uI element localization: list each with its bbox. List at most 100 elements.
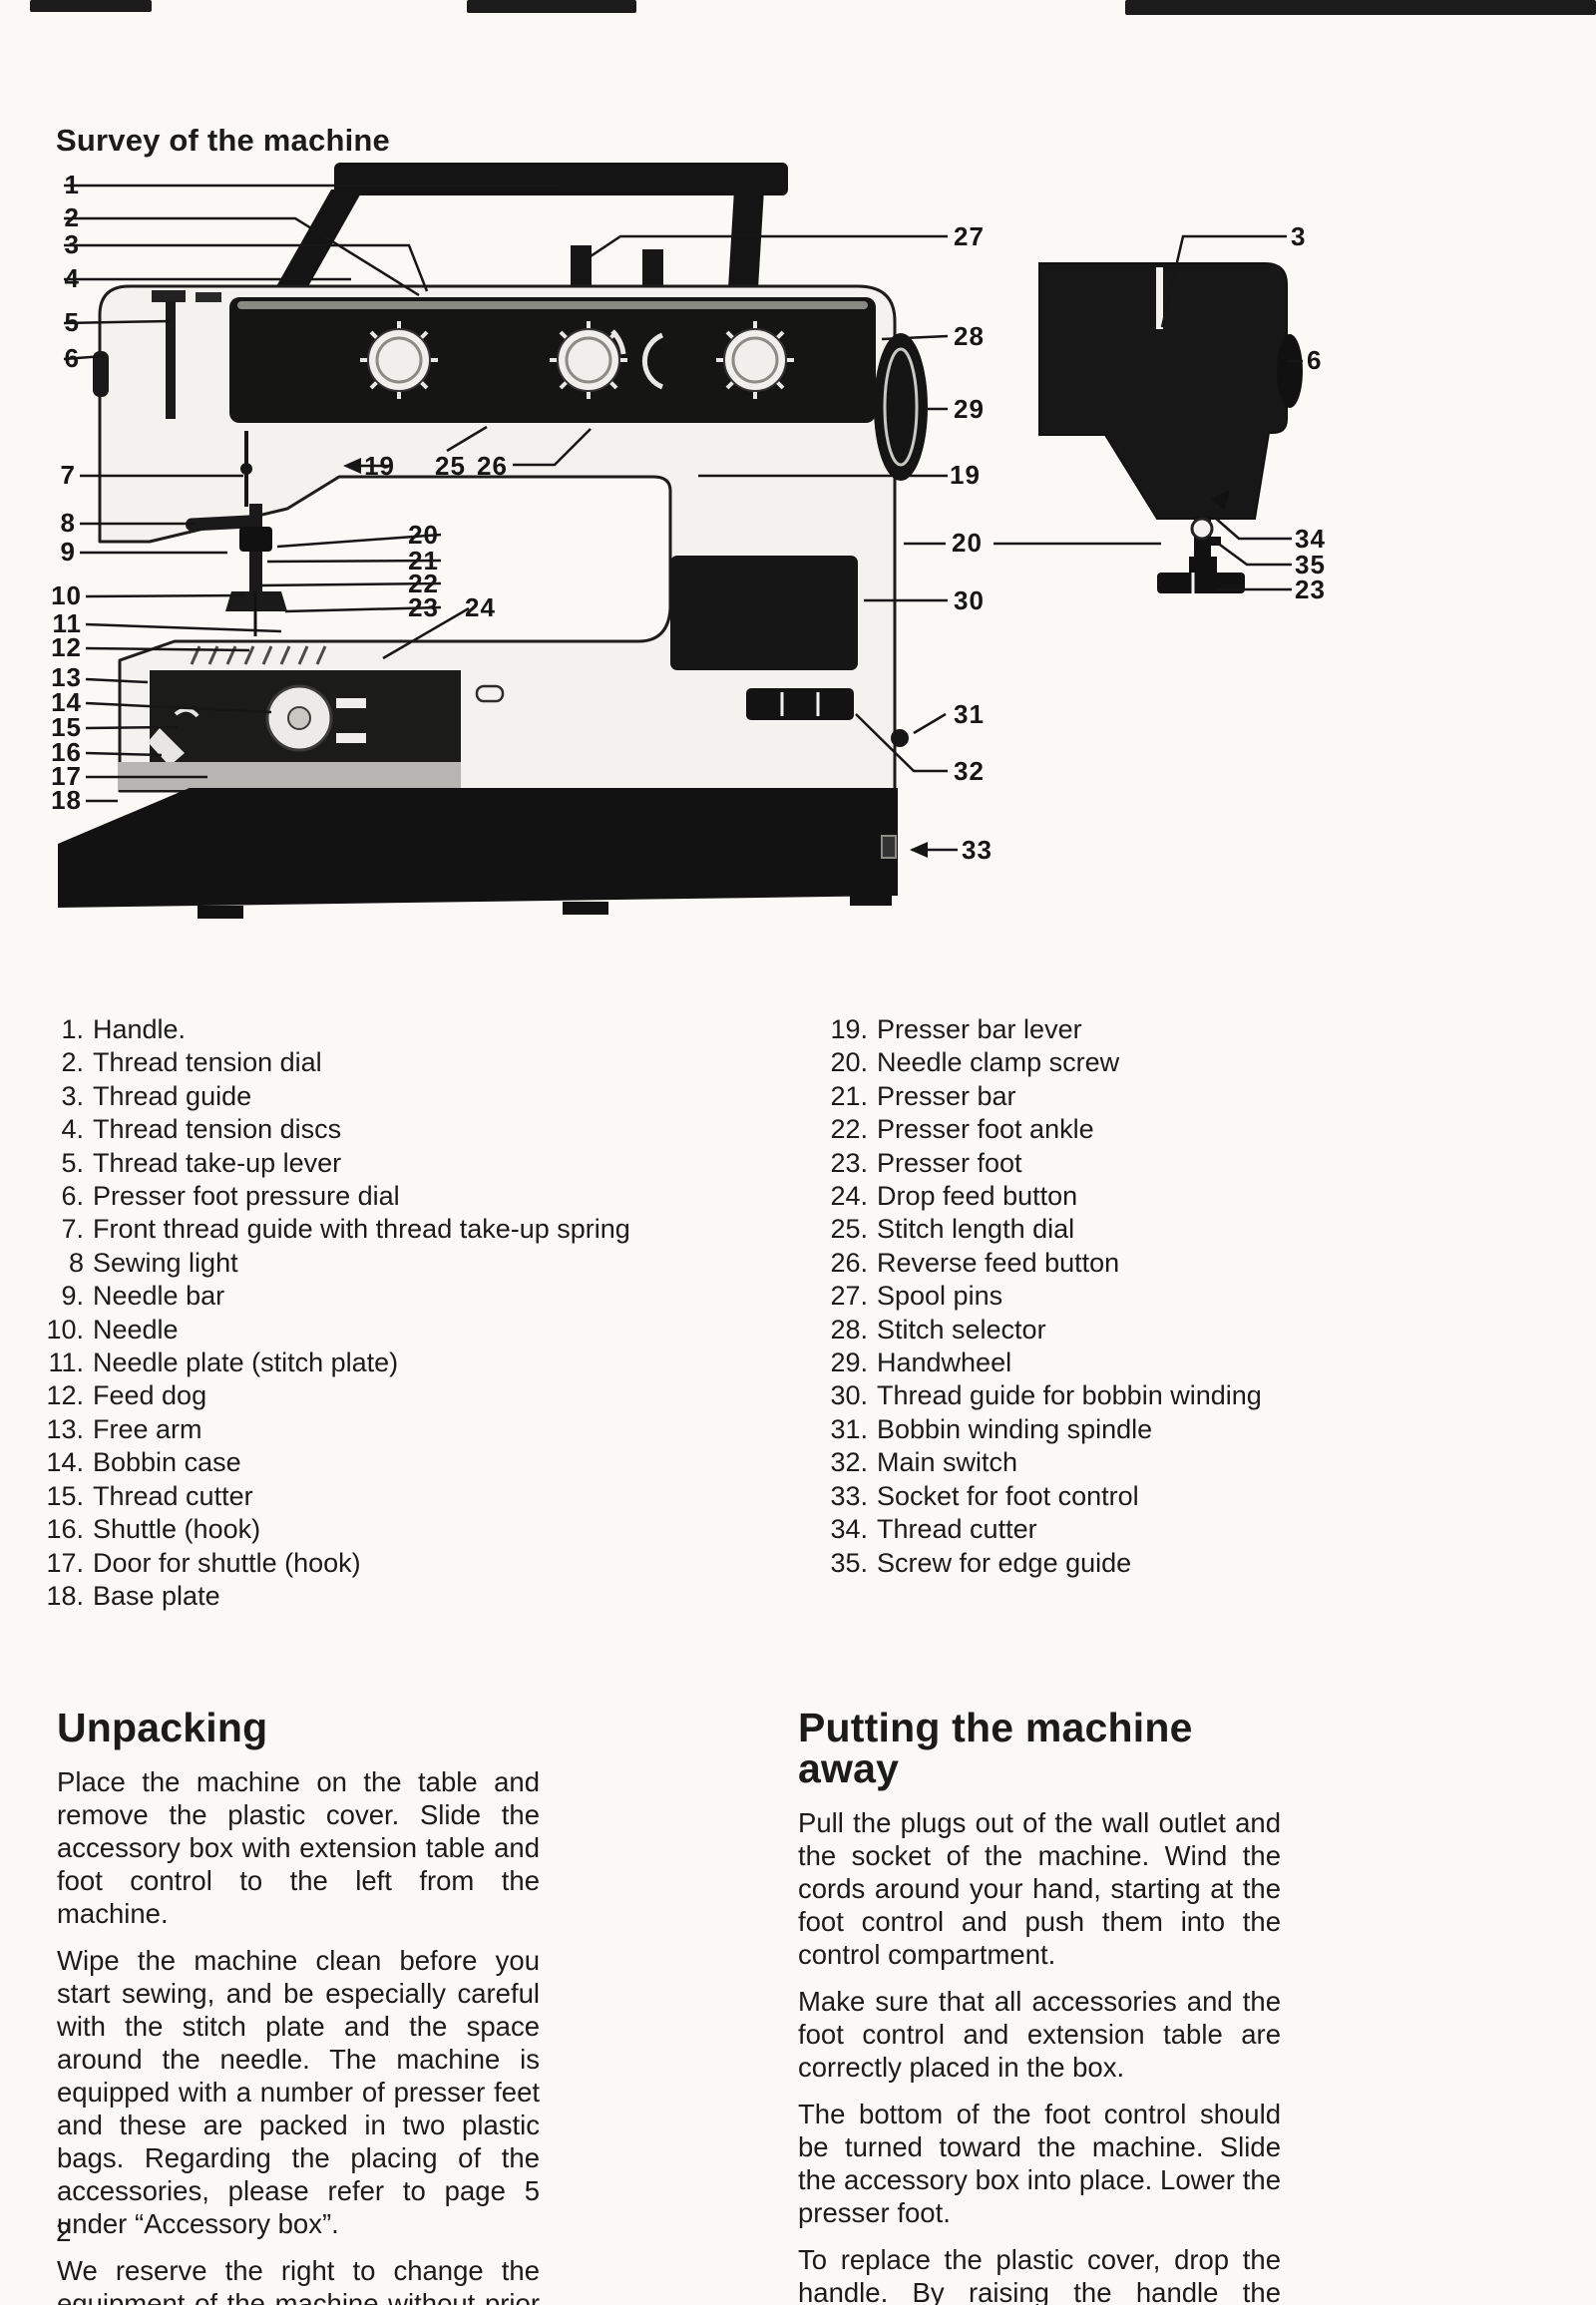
diagram-callout-3: 3 bbox=[1291, 221, 1307, 251]
part-label: Feed dog bbox=[93, 1380, 207, 1411]
part-label: Presser foot ankle bbox=[877, 1114, 1094, 1145]
part-label: Bobbin case bbox=[93, 1447, 241, 1478]
part-number: 15. bbox=[46, 1480, 84, 1511]
scan-artifact bbox=[1125, 0, 1596, 15]
control-panel bbox=[229, 297, 876, 423]
part-number: 11. bbox=[48, 1347, 84, 1378]
parts-list-item: 7.Front thread guide with thread take-up… bbox=[40, 1213, 629, 1246]
dial-thread-tension bbox=[360, 321, 438, 399]
diagram-callout-21: 21 bbox=[408, 546, 439, 576]
parts-list-item: 15. Thread cutter bbox=[40, 1480, 630, 1513]
part-number: 18. bbox=[46, 1580, 84, 1611]
part-label: Thread cutter bbox=[93, 1480, 253, 1511]
part-number: 6. bbox=[61, 1181, 84, 1212]
dial-stitch-length bbox=[550, 321, 627, 399]
thread-guide-slot bbox=[1156, 267, 1163, 329]
diagram-callout-26: 26 bbox=[477, 451, 508, 481]
arrow-left-icon bbox=[910, 842, 928, 858]
handwheel bbox=[874, 333, 928, 481]
handwheel-side bbox=[1277, 334, 1303, 408]
section-body: Place the machine on the table and remov… bbox=[57, 1765, 540, 2305]
part-label: Handwheel bbox=[877, 1347, 1012, 1378]
part-number: 20. bbox=[830, 1047, 868, 1078]
diagram-callout-6: 6 bbox=[64, 343, 80, 373]
part-label: Shuttle (hook) bbox=[93, 1514, 261, 1545]
body-paragraph: Wipe the machine clean before you start … bbox=[57, 1945, 540, 2239]
callout-lines bbox=[63, 184, 1303, 852]
machine-illustration bbox=[58, 163, 1303, 919]
diagram-callout-19: 19 bbox=[364, 451, 395, 481]
diagram-callout-27: 27 bbox=[954, 221, 985, 251]
parts-list-item: 26.Reverse feed button bbox=[788, 1247, 1262, 1280]
diagram-callout-14: 14 bbox=[51, 687, 82, 717]
part-number: 29. bbox=[830, 1347, 868, 1378]
diagram-callout-25: 25 bbox=[435, 451, 466, 481]
part-number: 34. bbox=[830, 1514, 868, 1545]
parts-list-item: 16. Shuttle (hook) bbox=[40, 1513, 630, 1546]
stitch-panel bbox=[670, 556, 858, 670]
diagram-callout-9: 9 bbox=[60, 537, 76, 567]
parts-list-item: 3.Thread guide bbox=[40, 1080, 630, 1113]
part-number: 23. bbox=[830, 1147, 868, 1178]
parts-list-item: 18. Base plate bbox=[40, 1580, 630, 1613]
diagram-callout-33: 33 bbox=[962, 835, 993, 865]
part-label: Socket for foot control bbox=[877, 1480, 1139, 1511]
parts-list-item: 25. Stitch length dial bbox=[788, 1213, 1262, 1246]
part-label: Needle bar bbox=[93, 1281, 225, 1312]
foot-control-socket bbox=[881, 835, 897, 859]
part-label: Stitch length dial bbox=[877, 1214, 1075, 1245]
part-number: 8 bbox=[68, 1247, 84, 1278]
part-label: Needle bbox=[93, 1314, 179, 1345]
part-number: 25. bbox=[830, 1214, 868, 1245]
diagram-callout-15: 15 bbox=[51, 712, 82, 742]
thread-guide bbox=[152, 290, 186, 302]
part-label: Thread take-up lever bbox=[93, 1147, 342, 1178]
section-unpacking: Unpacking Place the machine on the table… bbox=[57, 1708, 540, 2305]
parts-list-item: 30.Thread guide for bobbin winding bbox=[788, 1379, 1261, 1412]
part-number: 26. bbox=[830, 1247, 868, 1278]
part-label: Stitch selector bbox=[877, 1314, 1046, 1345]
diagram-callout-32: 32 bbox=[954, 756, 985, 786]
parts-list-item: 21.Presser bar bbox=[788, 1080, 1262, 1113]
part-number: 5. bbox=[61, 1147, 84, 1178]
part-label: Needle plate (stitch plate) bbox=[93, 1347, 399, 1378]
scan-artifact bbox=[467, 0, 636, 13]
dial-stitch-selector bbox=[716, 321, 794, 399]
diagram-callout-6: 6 bbox=[1307, 345, 1323, 375]
section-heading: Unpacking bbox=[57, 1705, 268, 1750]
parts-list-item: 23.Presser foot bbox=[788, 1147, 1262, 1180]
reverse-feed-button bbox=[641, 332, 664, 390]
page-number: 2 bbox=[56, 2216, 72, 2247]
bobbin-door bbox=[118, 670, 461, 790]
part-label: Base plate bbox=[93, 1580, 220, 1611]
parts-list-item: 1.Handle. bbox=[40, 1013, 630, 1046]
bobbin-winding-spindle bbox=[891, 729, 909, 747]
diagram-callout-23: 23 bbox=[408, 592, 439, 622]
parts-list-item: 27.Spool pins bbox=[788, 1280, 1262, 1313]
section-putting-away: Putting the machine away Pull the plugs … bbox=[798, 1708, 1281, 2305]
parts-list-item: 9.Needle bar bbox=[40, 1280, 630, 1313]
parts-list-item: 35.Screw for edge guide bbox=[788, 1547, 1262, 1580]
diagram-callout-8: 8 bbox=[60, 508, 76, 538]
diagram-callout-29: 29 bbox=[954, 394, 985, 424]
part-number: 24. bbox=[830, 1181, 868, 1212]
body-paragraph: The bottom of the foot control should be… bbox=[798, 2099, 1281, 2228]
diagram-callout-35: 35 bbox=[1295, 550, 1326, 579]
diagram-callout-18: 18 bbox=[51, 785, 82, 815]
part-number: 1. bbox=[61, 1014, 84, 1044]
parts-list-item: 12.Feed dog bbox=[40, 1379, 630, 1412]
part-label: Thread cutter bbox=[877, 1514, 1037, 1545]
part-number: 16. bbox=[46, 1514, 84, 1545]
body-paragraph: We reserve the right to change the equip… bbox=[57, 2255, 540, 2305]
main-switch bbox=[746, 688, 854, 720]
part-number: 17. bbox=[46, 1547, 84, 1578]
diagram-callout-11: 11 bbox=[52, 608, 82, 638]
part-number: 32. bbox=[830, 1447, 868, 1478]
section-body: Pull the plugs out of the wall outlet an… bbox=[798, 1806, 1281, 2305]
part-number: 14. bbox=[46, 1447, 84, 1478]
machine-front-view bbox=[58, 163, 928, 919]
part-number: 31. bbox=[830, 1413, 868, 1444]
